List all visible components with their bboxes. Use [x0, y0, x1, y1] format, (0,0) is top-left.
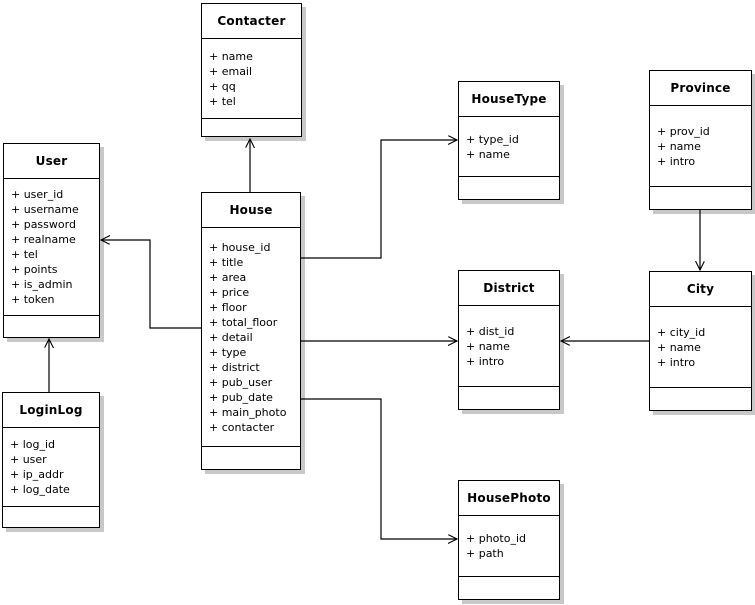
class-attributes-district: + dist_id+ name+ intro — [459, 306, 559, 387]
class-attribute: + password — [11, 218, 76, 231]
class-title-housephoto: HousePhoto — [459, 481, 559, 516]
class-title-user: User — [4, 144, 99, 179]
class-attribute: + token — [11, 293, 55, 306]
class-attribute: + log_id — [10, 438, 56, 451]
class-empty-compartment-house — [202, 447, 300, 469]
class-title-province: Province — [650, 71, 751, 106]
class-attribute: + name — [657, 340, 701, 354]
class-title-housetype: HouseType — [459, 82, 559, 117]
class-title-loginlog: LoginLog — [3, 393, 99, 428]
class-attribute: + main_photo — [209, 405, 287, 419]
class-attribute: + points — [11, 263, 58, 276]
class-attribute: + title — [209, 255, 244, 269]
class-attribute: + log_date — [10, 483, 70, 496]
class-box-housetype: HouseType+ type_id+ name — [458, 81, 560, 200]
class-empty-compartment-loginlog — [3, 507, 99, 527]
class-box-district: District+ dist_id+ name+ intro — [458, 270, 560, 410]
class-empty-compartment-housetype — [459, 177, 559, 199]
class-attribute: + qq — [209, 79, 236, 93]
class-box-province: Province+ prov_id+ name+ intro — [649, 70, 752, 210]
class-box-contacter: Contacter+ name+ email+ qq+ tel — [201, 3, 302, 137]
class-empty-compartment-housephoto — [459, 577, 559, 599]
class-attribute: + intro — [466, 354, 505, 368]
class-title-city: City — [650, 272, 751, 307]
class-empty-compartment-contacter — [202, 119, 301, 136]
connector-house-to-housetype — [301, 140, 457, 259]
class-attribute: + pub_date — [209, 390, 273, 404]
connector-house-to-housephoto — [301, 398, 457, 539]
class-attribute: + realname — [11, 233, 76, 246]
class-box-housephoto: HousePhoto + photo_id + path — [458, 480, 560, 600]
class-attribute: + photo_id — [466, 532, 526, 545]
class-attribute: + total_floor — [209, 315, 278, 329]
class-box-loginlog: LoginLog + log_id + user + ip_addr + log_dat… — [2, 392, 100, 528]
class-box-city: City+ city_id+ name+ intro — [649, 271, 752, 411]
class-attribute: + tel — [11, 248, 38, 261]
class-attribute: + contacter — [209, 420, 275, 434]
class-box-house: House+ house_id+ title+ area+ price+ flo… — [201, 192, 301, 470]
class-attribute: + user_id — [11, 188, 64, 201]
class-attribute: + floor — [209, 300, 247, 314]
class-attribute: + prov_id — [657, 124, 710, 138]
class-empty-compartment-user — [4, 316, 99, 337]
class-attributes-house: + house_id+ title+ area+ price+ floor+ t… — [202, 228, 300, 447]
class-attribute: + type_id — [466, 132, 519, 146]
class-empty-compartment-district — [459, 387, 559, 409]
class-attribute: + tel — [209, 94, 236, 108]
class-attribute: + path — [466, 547, 504, 560]
class-attribute: + intro — [657, 154, 696, 168]
class-attributes-housetype: + type_id+ name — [459, 117, 559, 177]
class-attribute: + area — [209, 270, 247, 284]
class-attribute: + pub_user — [209, 375, 273, 389]
class-attribute: + name — [657, 139, 701, 153]
class-attribute: + is_admin — [11, 278, 73, 291]
class-attribute: + detail — [209, 330, 253, 344]
class-attributes-city: + city_id+ name+ intro — [650, 307, 751, 388]
class-attribute: + name — [466, 339, 510, 353]
class-attribute: + intro — [657, 355, 696, 369]
connector-house-to-user — [101, 240, 201, 329]
class-title-district: District — [459, 271, 559, 306]
class-attribute: + ip_addr — [10, 468, 64, 481]
class-attribute: + house_id — [209, 240, 271, 254]
class-attribute: + user — [10, 453, 47, 466]
class-empty-compartment-city — [650, 388, 751, 410]
class-attributes-loginlog: + log_id + user + ip_addr + log_date — [3, 428, 99, 507]
class-attribute: + type — [209, 345, 247, 359]
class-box-user: User + user_id + username + password + realn… — [3, 143, 100, 338]
class-attribute: + city_id — [657, 325, 706, 339]
class-attributes-contacter: + name+ email+ qq+ tel — [202, 39, 301, 119]
class-attribute: + district — [209, 360, 260, 374]
class-attribute: + username — [11, 203, 79, 216]
class-attributes-province: + prov_id+ name+ intro — [650, 106, 751, 187]
class-title-house: House — [202, 193, 300, 228]
class-attribute: + name — [209, 49, 253, 63]
class-attribute: + email — [209, 64, 253, 78]
class-attributes-user: + user_id + username + password + realname +… — [4, 179, 99, 316]
class-attribute: + price — [209, 285, 250, 299]
class-attribute: + name — [466, 147, 510, 161]
class-empty-compartment-province — [650, 187, 751, 209]
class-attributes-housephoto: + photo_id + path — [459, 516, 559, 577]
class-attribute: + dist_id — [466, 324, 515, 338]
class-title-contacter: Contacter — [202, 4, 301, 39]
